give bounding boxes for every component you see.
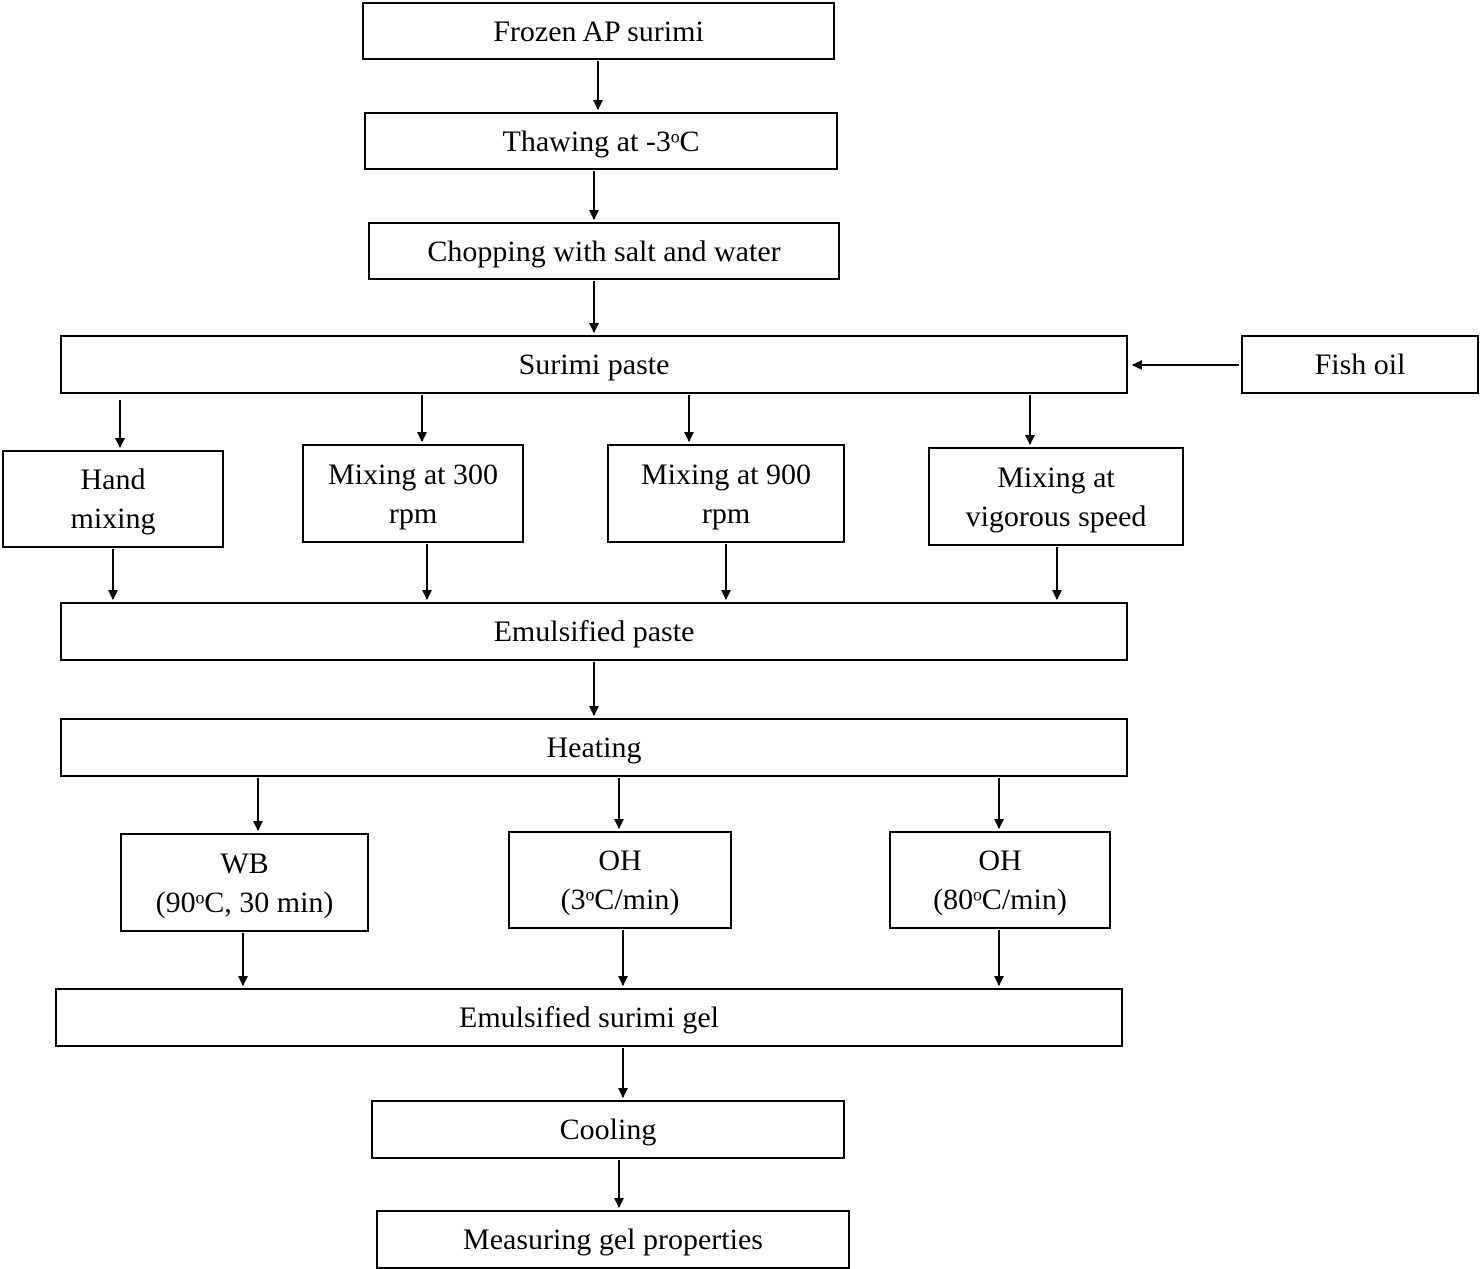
wb-box: WB (90ᵒC, 30 min) <box>120 833 369 932</box>
mixing-900-label-line2: rpm <box>701 496 751 530</box>
thawing-label: Thawing at -3ᵒC <box>502 124 700 158</box>
emulsified-gel-label: Emulsified surimi gel <box>459 1001 719 1034</box>
chopping-box: Chopping with salt and water <box>368 222 840 280</box>
mixing-vigorous-box: Mixing at vigorous speed <box>928 447 1184 546</box>
cooling-box: Cooling <box>371 1100 845 1159</box>
emulsified-paste-label: Emulsified paste <box>493 615 695 648</box>
surimi-paste-box: Surimi paste <box>60 335 1128 394</box>
mixing-300-label-line1: Mixing at 300 <box>328 457 498 491</box>
oh-3-label-line2: (3ᵒC/min) <box>560 883 680 916</box>
mixing-vigorous-label-line1: Mixing at <box>997 460 1115 494</box>
mixing-900-label-line1: Mixing at 900 <box>641 457 811 491</box>
oh-80-label-line1: OH <box>978 844 1022 877</box>
thawing-box: Thawing at -3ᵒC <box>364 112 838 170</box>
measuring-box: Measuring gel properties <box>376 1210 850 1269</box>
measuring-label: Measuring gel properties <box>463 1223 763 1256</box>
frozen-surimi-box: Frozen AP surimi <box>362 2 835 60</box>
heating-box: Heating <box>60 718 1128 777</box>
frozen-surimi-label: Frozen AP surimi <box>493 14 704 48</box>
emulsified-paste-box: Emulsified paste <box>60 602 1128 661</box>
hand-mixing-label-line1: Hand <box>80 463 146 496</box>
wb-label-line1: WB <box>220 846 269 880</box>
chopping-label: Chopping with salt and water <box>427 234 781 268</box>
fish-oil-label: Fish oil <box>1314 348 1406 381</box>
cooling-label: Cooling <box>559 1113 657 1146</box>
emulsified-gel-box: Emulsified surimi gel <box>55 988 1123 1047</box>
hand-mixing-label-line2: mixing <box>70 502 156 535</box>
mixing-300-box: Mixing at 300 rpm <box>302 444 524 543</box>
heating-label: Heating <box>546 731 642 764</box>
mixing-300-label-line2: rpm <box>388 496 438 530</box>
oh-3-box: OH (3ᵒC/min) <box>508 831 732 929</box>
oh-80-label-line2: (80ᵒC/min) <box>933 883 1067 916</box>
wb-label-line2: (90ᵒC, 30 min) <box>155 885 334 919</box>
mixing-vigorous-label-line2: vigorous speed <box>965 499 1147 533</box>
fish-oil-box: Fish oil <box>1241 335 1479 394</box>
hand-mixing-box: Hand mixing <box>2 450 224 548</box>
mixing-900-box: Mixing at 900 rpm <box>607 444 845 543</box>
oh-80-box: OH (80ᵒC/min) <box>889 831 1111 929</box>
surimi-paste-label: Surimi paste <box>518 348 670 381</box>
oh-3-label-line1: OH <box>598 844 642 877</box>
